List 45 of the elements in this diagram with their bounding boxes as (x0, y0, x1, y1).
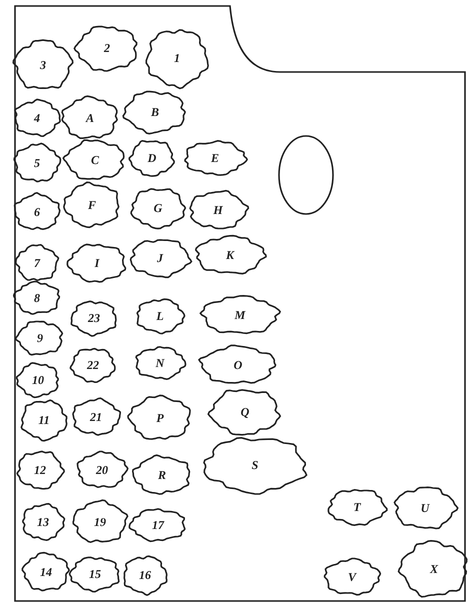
piece-label: M (234, 309, 246, 321)
piece-label: 8 (34, 292, 40, 304)
piece-label: V (348, 571, 356, 583)
piece-label: 16 (139, 569, 151, 581)
piece-label: K (226, 249, 234, 261)
piece-label: 12 (34, 464, 46, 476)
piece-label: H (213, 204, 223, 216)
piece-label: 15 (89, 568, 101, 580)
piece-label: I (94, 257, 100, 269)
piece-label: E (210, 152, 219, 164)
piece-label: 5 (34, 157, 40, 169)
piece-label: R (158, 469, 166, 481)
piece-label: 14 (40, 566, 52, 578)
piece-label: P (156, 412, 164, 424)
piece-label: L (156, 310, 164, 322)
piece-label: T (353, 501, 361, 513)
piece-label: 11 (38, 414, 50, 426)
piece-label: 3 (40, 59, 46, 71)
piece-label: N (156, 357, 164, 369)
piece-label: G (154, 202, 162, 214)
piece-label: B (150, 106, 159, 118)
piece-label: 10 (32, 374, 44, 386)
piece-label: J (157, 252, 163, 264)
piece-label: 7 (34, 257, 40, 269)
piece-label: 2 (104, 42, 110, 54)
piece-label: C (90, 154, 99, 166)
piece-label: 23 (88, 312, 100, 324)
piece-label: 21 (90, 411, 102, 423)
piece-label: 9 (37, 332, 43, 344)
piece-label: F (88, 199, 96, 211)
piece-label: 20 (96, 464, 108, 476)
piece-label: U (420, 502, 430, 514)
piece-label: 4 (34, 112, 40, 124)
piece-label: 6 (34, 206, 40, 218)
piece-label: S (252, 459, 258, 471)
piece-label: O (234, 359, 242, 371)
piece-label: 19 (94, 516, 106, 528)
piece-label: X (430, 563, 438, 575)
piece-label: 17 (152, 519, 164, 531)
piece-label: 13 (37, 516, 49, 528)
piece-label: A (86, 112, 94, 124)
piece-label: D (148, 152, 156, 164)
piece-label: Q (240, 406, 250, 418)
piece-label: 1 (174, 52, 180, 64)
piece-label: 22 (87, 359, 99, 371)
